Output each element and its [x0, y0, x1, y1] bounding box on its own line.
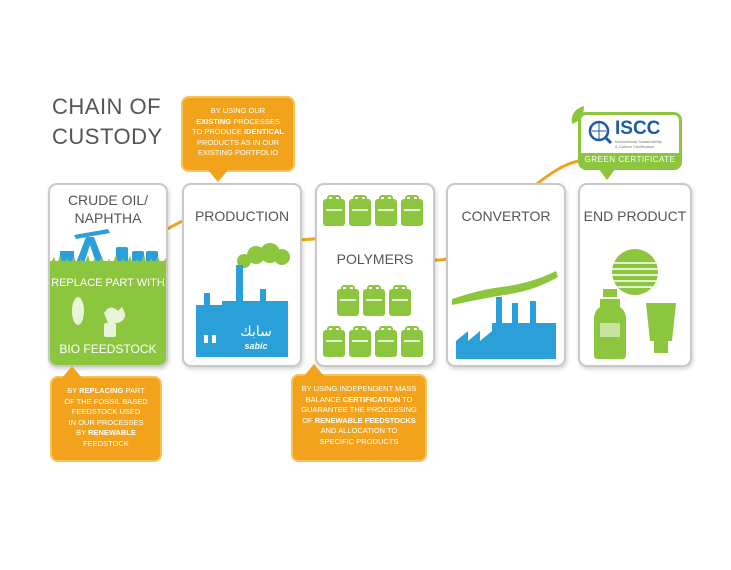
iscc-badge: ISCC International Sustainability & Carb… [578, 112, 682, 170]
bag-icon [401, 326, 423, 357]
convertor-factory-icon [456, 297, 556, 359]
callout-replacing-feedstock: BY REPLACING PART OF THE FOSSIL BASED FE… [50, 376, 162, 462]
chicken-icon [104, 307, 126, 323]
bag-icon [375, 326, 397, 357]
callout-pointer [62, 366, 82, 378]
callout-pointer [208, 170, 228, 182]
iscc-small-text: International Sustainability & Carbon Ce… [615, 139, 662, 149]
card-production-label: PRODUCTION [194, 208, 290, 224]
bio-icons [72, 297, 126, 337]
iscc-name: ISCC [615, 118, 661, 139]
bag-icon [323, 326, 345, 357]
bag-icon [349, 326, 371, 357]
sabic-logo-latin: sabic [244, 341, 268, 351]
page-title: CHAIN OF CUSTODY [52, 94, 163, 149]
card-convertor-label: CONVERTOR [461, 208, 551, 224]
tube-icon [646, 303, 676, 353]
bag-icon [389, 285, 411, 316]
bag-icon [363, 285, 385, 316]
card-crude-oil: CRUDE OIL/ NAPHTHA REPLACE PART WITH BIO… [48, 183, 168, 367]
replace-part-text: REPLACE PART WITH [51, 277, 165, 289]
card-polymers: POLYMERS [315, 183, 435, 367]
corn-icon [72, 297, 84, 325]
bio-feedstock-label: BIO FEEDSTOCK [59, 342, 157, 356]
card-crude-label: CRUDE OIL/ NAPHTHA [67, 192, 149, 226]
globe-magnifier-icon [588, 120, 613, 145]
barrel-icon [104, 323, 116, 337]
bottle-icon [594, 289, 626, 359]
card-end-product-label: END PRODUCT [583, 208, 687, 224]
bag-icon [375, 195, 397, 226]
card-convertor: CONVERTOR [446, 183, 566, 367]
green-certificate-label: GREEN CERTIFICATE [581, 153, 679, 167]
card-end-product: END PRODUCT [578, 183, 692, 367]
ball-icon [612, 249, 658, 295]
callout-pointer [304, 364, 324, 376]
card-polymers-label: POLYMERS [336, 251, 414, 267]
bag-icon [323, 195, 345, 226]
card-production: PRODUCTION سابك sabic [182, 183, 302, 367]
grass-icon [50, 255, 166, 265]
oil-pump-icon [60, 229, 158, 263]
smoke-stream-icon [452, 271, 558, 305]
factory-icon [196, 265, 288, 357]
leaf-icon [571, 106, 584, 124]
sabic-logo-arabic: سابك [240, 324, 272, 340]
callout-mass-balance: BY USING INDEPENDENT MASS BALANCE CERTIF… [291, 374, 427, 462]
bag-icon [337, 285, 359, 316]
bag-icon [401, 195, 423, 226]
callout-existing-processes: BY USING OUR EXISTING PROCESSES TO PRODU… [181, 96, 295, 172]
smoke-icon [237, 243, 290, 268]
badge-pointer [598, 168, 616, 180]
bag-icon [349, 195, 371, 226]
